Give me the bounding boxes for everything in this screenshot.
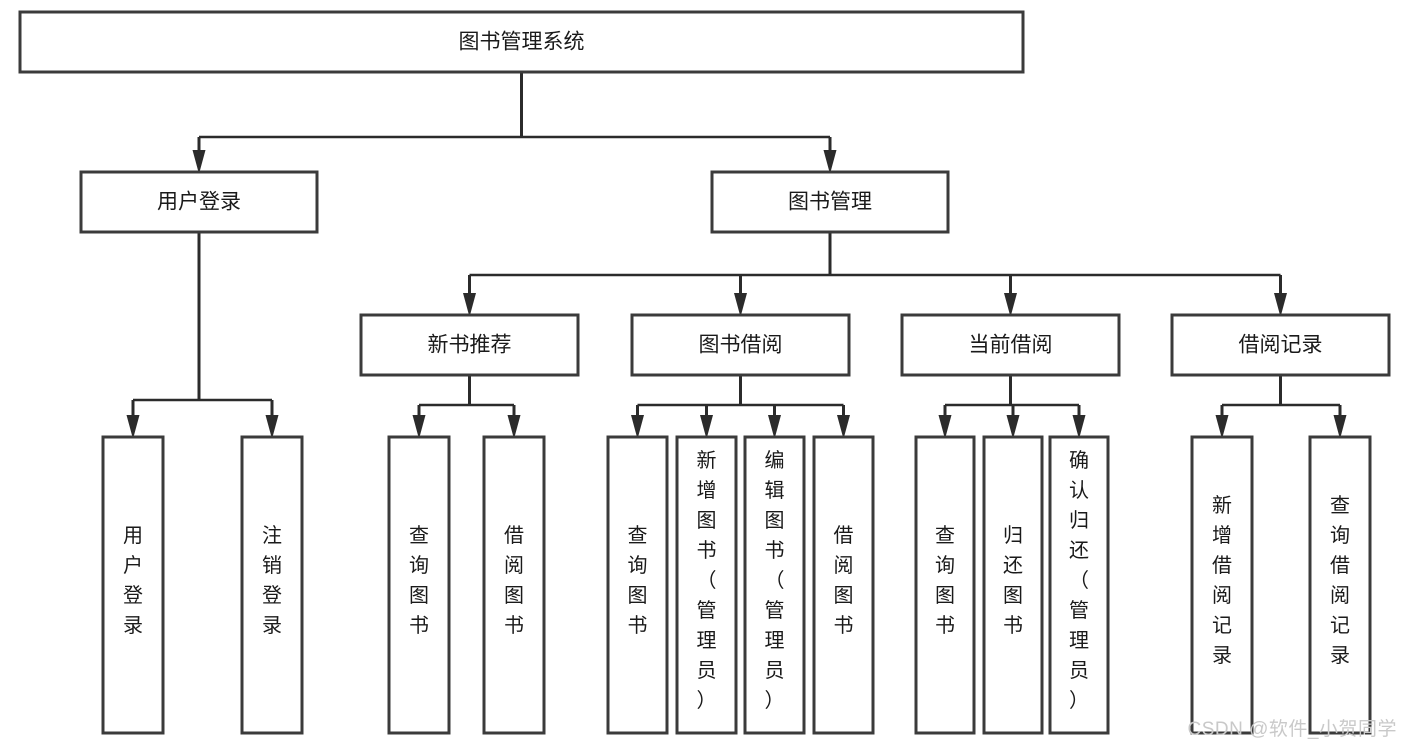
node-label: 新增图书（管理员） (697, 449, 717, 712)
arrow-head-icon (837, 415, 850, 439)
node-leaf-edit-book[interactable]: 编辑图书（管理员） (743, 435, 806, 735)
node-label: 当前借阅 (969, 334, 1053, 357)
node-leaf-query-book-borrow[interactable]: 查询图书 (606, 435, 669, 735)
arrow-head-icon (463, 293, 476, 317)
node-root[interactable]: 图书管理系统 (18, 10, 1025, 74)
connector-group (192, 72, 837, 174)
node-label: 归还图书 (1003, 524, 1023, 637)
node-leaf-return-book[interactable]: 归还图书 (982, 435, 1044, 735)
arrow-head-icon (412, 415, 426, 439)
arrow-head-icon (1072, 415, 1086, 439)
node-box[interactable] (359, 313, 580, 377)
node-label: 编辑图书（管理员） (765, 449, 785, 712)
connector-group (631, 375, 850, 439)
node-label: 查询图书 (935, 524, 955, 637)
node-box[interactable] (812, 435, 875, 735)
connector-group (126, 232, 279, 439)
node-label: 新增借阅记录 (1212, 494, 1232, 667)
node-label: 注销登录 (262, 524, 282, 637)
node-book-management[interactable]: 图书管理 (710, 170, 950, 234)
arrow-head-icon (1004, 293, 1017, 317)
node-label: 图书管理系统 (459, 31, 585, 54)
node-box[interactable] (710, 170, 950, 234)
arrow-head-icon (631, 415, 644, 439)
node-layer: 图书管理系统用户登录图书管理新书推荐图书借阅当前借阅借阅记录用户登录注销登录查询… (18, 10, 1391, 735)
node-box[interactable] (1308, 435, 1372, 735)
node-box[interactable] (1048, 435, 1110, 735)
node-leaf-add-book[interactable]: 新增图书（管理员） (675, 435, 738, 735)
node-leaf-user-login[interactable]: 用户登录 (101, 435, 165, 735)
node-box[interactable] (79, 170, 319, 234)
node-label: 新书推荐 (428, 334, 512, 357)
arrow-head-icon (938, 415, 952, 439)
arrow-head-icon (265, 415, 279, 439)
node-leaf-logout[interactable]: 注销登录 (240, 435, 304, 735)
node-box[interactable] (675, 435, 738, 735)
node-box[interactable] (482, 435, 546, 735)
arrow-head-icon (1006, 415, 1020, 439)
node-box[interactable] (982, 435, 1044, 735)
node-user-login[interactable]: 用户登录 (79, 170, 319, 234)
node-box[interactable] (630, 313, 851, 377)
node-borrow-record[interactable]: 借阅记录 (1170, 313, 1391, 377)
arrow-head-icon (700, 415, 713, 439)
node-box[interactable] (1170, 313, 1391, 377)
arrow-head-icon (1274, 293, 1287, 317)
connector-group (412, 375, 521, 439)
node-box[interactable] (240, 435, 304, 735)
node-leaf-add-borrow-record[interactable]: 新增借阅记录 (1190, 435, 1254, 735)
node-label: 用户登录 (157, 191, 241, 214)
node-box[interactable] (387, 435, 451, 735)
watermark-text: CSDN @软件_小贺同学 (1187, 719, 1397, 740)
arrow-head-icon (768, 415, 781, 439)
node-new-book-recommend[interactable]: 新书推荐 (359, 313, 580, 377)
arrow-head-icon (1215, 415, 1229, 439)
arrow-head-icon (126, 415, 140, 439)
node-label: 图书管理 (788, 191, 872, 214)
node-label: 查询图书 (628, 524, 648, 637)
node-book-borrow[interactable]: 图书借阅 (630, 313, 851, 377)
node-leaf-borrow-book[interactable]: 借阅图书 (812, 435, 875, 735)
node-leaf-query-book-current[interactable]: 查询图书 (914, 435, 976, 735)
node-box[interactable] (1190, 435, 1254, 735)
connector-group (463, 232, 1287, 317)
node-leaf-query-borrow-record[interactable]: 查询借阅记录 (1308, 435, 1372, 735)
node-box[interactable] (101, 435, 165, 735)
node-leaf-confirm-return[interactable]: 确认归还（管理员） (1048, 435, 1110, 735)
node-leaf-query-book-recommend[interactable]: 查询图书 (387, 435, 451, 735)
node-box[interactable] (18, 10, 1025, 74)
node-box[interactable] (743, 435, 806, 735)
arrow-head-icon (823, 150, 837, 174)
connector-group (938, 375, 1086, 439)
arrow-head-icon (507, 415, 521, 439)
arrow-head-icon (734, 293, 747, 317)
node-leaf-borrow-book-recommend[interactable]: 借阅图书 (482, 435, 546, 735)
node-box[interactable] (900, 313, 1121, 377)
arrow-head-icon (1333, 415, 1347, 439)
connector-layer (126, 72, 1347, 439)
node-current-borrow[interactable]: 当前借阅 (900, 313, 1121, 377)
connector-group (1215, 375, 1347, 439)
node-box[interactable] (606, 435, 669, 735)
node-label: 查询借阅记录 (1330, 494, 1350, 667)
node-box[interactable] (914, 435, 976, 735)
arrow-head-icon (192, 150, 206, 174)
node-label: 确认归还（管理员） (1069, 449, 1089, 712)
node-label: 图书借阅 (699, 334, 783, 357)
node-label: 借阅图书 (834, 524, 854, 637)
node-label: 借阅图书 (504, 524, 524, 637)
node-label: 查询图书 (409, 524, 429, 637)
node-label: 用户登录 (123, 525, 143, 637)
node-label: 借阅记录 (1239, 334, 1323, 357)
